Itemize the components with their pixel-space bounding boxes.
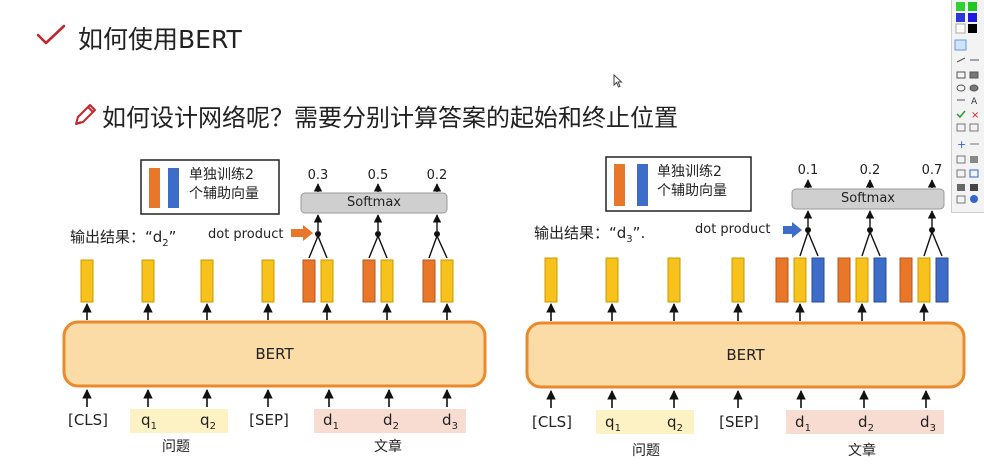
dot-product-label-left: dot product [208, 227, 284, 242]
output-vector [80, 259, 94, 303]
pencil-icon [75, 104, 96, 125]
dot-product-arrow-left [291, 225, 313, 241]
token-d3: d3 [920, 413, 936, 434]
token-sep: [SEP] [249, 411, 289, 429]
dot-product-arrow-right [783, 222, 802, 238]
token-sep: [SEP] [719, 413, 759, 431]
token-cls: [CLS] [67, 411, 109, 429]
bert-label-left: BERT [255, 345, 294, 363]
subtitle: 如何设计网络呢？需要分别计算答案的起始和终止位置 [102, 104, 678, 132]
legend-box-right [605, 156, 752, 212]
bert-block-right [525, 321, 966, 389]
output-vector [320, 259, 334, 303]
query-highlight [130, 409, 228, 433]
token-d3: d3 [442, 411, 458, 432]
toolbox-icons: A × + [954, 2, 979, 204]
start-vector [422, 259, 436, 303]
output-vector [605, 257, 619, 303]
output-vector [261, 259, 275, 303]
start-vector [302, 259, 316, 303]
token-q2: q2 [200, 411, 216, 432]
output-vector [855, 257, 869, 303]
document-highlight [314, 409, 466, 433]
output-vector [667, 257, 681, 303]
checkmark-icon [36, 24, 66, 45]
prob-label: 0.2 [426, 168, 448, 183]
svg-text:A: A [971, 97, 978, 107]
start-vector [362, 259, 376, 303]
end-vector [935, 257, 949, 303]
token-d1: d1 [323, 411, 339, 432]
output-vector [731, 257, 745, 303]
start-vector [775, 257, 789, 303]
output-vector [440, 259, 454, 303]
group-label-question: 问题 [162, 439, 190, 455]
output-vector [141, 259, 155, 303]
drawing-toolbox[interactable]: A × + [951, 0, 984, 213]
softmax-box-left [300, 192, 448, 214]
output-vector [793, 257, 807, 303]
group-label-document: 文章 [848, 443, 876, 459]
page-title: 如何使用BERT [78, 25, 242, 54]
dot-product-label-right: dot product [695, 222, 771, 237]
output-vector [917, 257, 931, 303]
output-vector [200, 259, 214, 303]
token-d2: d2 [383, 411, 399, 432]
token-q2: q2 [667, 413, 683, 434]
output-vector [544, 257, 558, 303]
start-vector [899, 257, 913, 303]
group-label-document: 文章 [374, 439, 402, 455]
svg-text:+: + [957, 138, 966, 151]
prob-label: 0.5 [367, 168, 389, 183]
token-cls: [CLS] [531, 413, 573, 431]
legend-box-left [140, 159, 280, 215]
svg-text:×: × [971, 110, 979, 121]
mouse-cursor-icon [613, 74, 623, 88]
prob-label: 0.2 [859, 163, 881, 178]
query-highlight [596, 410, 694, 434]
prob-label: 0.3 [307, 168, 329, 183]
softmax-label-right: Softmax [841, 191, 895, 206]
token-q1: q1 [605, 413, 621, 434]
bert-block-left [62, 320, 487, 388]
start-vector [837, 257, 851, 303]
output-result-left: 输出结果：“d2” [70, 228, 177, 249]
legend-text-left: 单独训练2 个辅助向量 [189, 167, 259, 202]
output-result-right: 输出结果：“d3”. [534, 224, 646, 245]
document-highlight [786, 410, 944, 434]
token-q1: q1 [141, 411, 157, 432]
end-vector [811, 257, 825, 303]
token-d1: d1 [795, 413, 811, 434]
prob-label: 0.1 [797, 163, 819, 178]
legend-text-right: 单独训练2 个辅助向量 [657, 164, 727, 199]
softmax-box-right [791, 188, 945, 210]
softmax-label-left: Softmax [347, 195, 401, 210]
token-d2: d2 [858, 413, 874, 434]
output-vector [380, 259, 394, 303]
prob-label: 0.7 [921, 163, 943, 178]
group-label-question: 问题 [632, 443, 660, 459]
bert-label-right: BERT [726, 346, 765, 364]
end-vector [873, 257, 887, 303]
